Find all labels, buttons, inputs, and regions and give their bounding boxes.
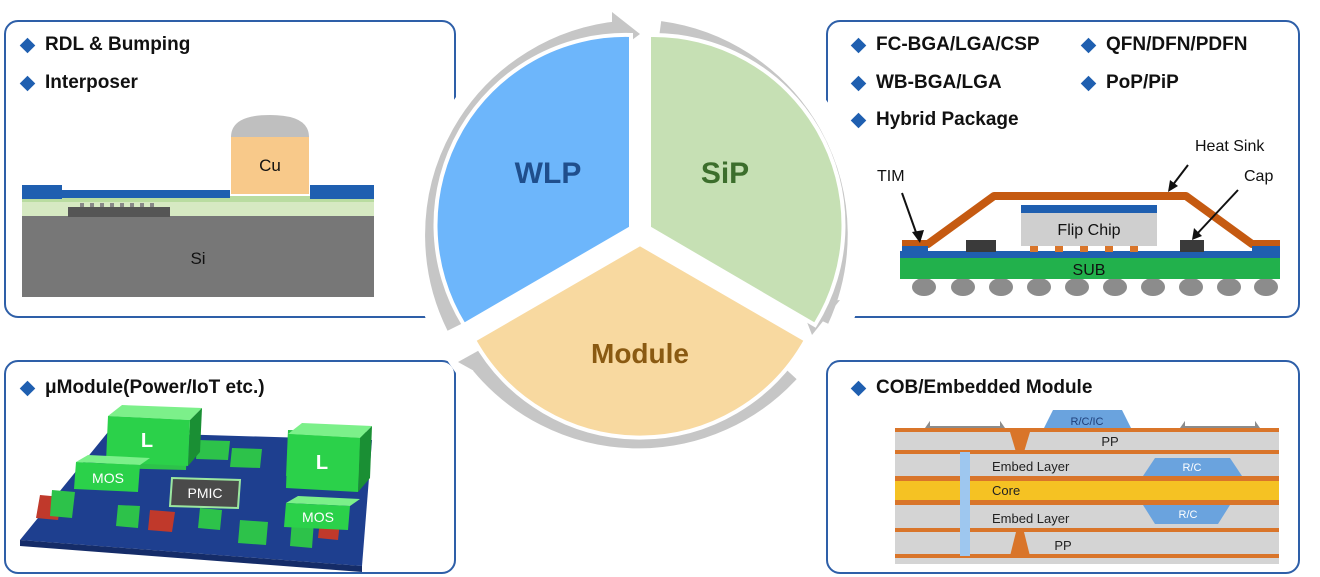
cap-label: Cap xyxy=(1244,168,1273,185)
via-top xyxy=(1010,432,1030,452)
rc-bottom-label: R/C xyxy=(1179,509,1198,521)
rc-top-label: R/C xyxy=(1183,462,1202,474)
heat-sink-label: Heat Sink xyxy=(1195,138,1265,155)
segment-label-module: Module xyxy=(591,338,689,369)
umodule-board: L L MOS MOS PMIC xyxy=(20,405,372,572)
sip-cross-section: Heat Sink TIM Cap Flip Chip SUB xyxy=(877,138,1280,296)
embed-bottom-label: Embed Layer xyxy=(992,511,1070,526)
segment-label-wlp: WLP xyxy=(515,157,582,190)
diamond-bullet-icon xyxy=(850,75,867,91)
diamond-bullet-icon xyxy=(850,37,867,53)
dielectric-layer xyxy=(22,196,374,202)
substrate-top-layer xyxy=(900,251,1280,258)
flip-chip-die xyxy=(1021,212,1157,246)
tim-layer xyxy=(1021,205,1157,213)
sip-bullet-hybrid: Hybrid Package xyxy=(850,109,1019,131)
tim-edge-right xyxy=(1252,246,1280,252)
mos-1 xyxy=(74,462,140,492)
sip-bullet-qfn: QFN/DFN/PDFN xyxy=(1080,34,1247,56)
pad-metal xyxy=(68,207,170,217)
sip-bullet-pop: PoP/PiP xyxy=(1080,72,1179,94)
rcic-label: R/C/IC xyxy=(1071,416,1104,428)
via-bottom xyxy=(1010,532,1030,556)
diamond-bullet-icon xyxy=(1080,75,1097,91)
embedded-rc-bottom xyxy=(1143,505,1230,524)
sub-label: SUB xyxy=(1073,262,1106,279)
inductor-1-label: L xyxy=(141,430,153,452)
diamond-bullet-icon xyxy=(1080,37,1097,53)
rdl-right xyxy=(310,185,374,199)
wlp-bullet-1: RDL & Bumping xyxy=(19,34,190,56)
cu-label: Cu xyxy=(259,156,281,175)
core-label: Core xyxy=(992,483,1020,498)
segment-sip xyxy=(647,32,846,328)
flip-chip-label: Flip Chip xyxy=(1057,222,1120,239)
embedded-rc-top xyxy=(1143,458,1242,476)
diamond-bullet-icon xyxy=(19,37,36,53)
solder-cap xyxy=(231,115,309,137)
sip-bullet-fc-bga: FC-BGA/LGA/CSP xyxy=(850,34,1040,56)
pmic-label: PMIC xyxy=(188,485,223,501)
pp-top-label: PP xyxy=(1101,434,1118,449)
through-via xyxy=(960,452,970,556)
cycle-diagram: WLP SiP Module xyxy=(425,12,848,449)
tim-label: TIM xyxy=(877,168,905,185)
wlp-cross-section: Cu Si xyxy=(22,115,374,297)
diamond-bullet-icon xyxy=(19,75,36,91)
inductor-1 xyxy=(106,416,190,466)
inductor-2-label: L xyxy=(316,452,328,474)
rcic-component xyxy=(1043,410,1132,430)
embed-top-label: Embed Layer xyxy=(992,459,1070,474)
mos-1-label: MOS xyxy=(92,470,124,486)
cu-pillar xyxy=(231,136,309,194)
inductor-2 xyxy=(286,434,360,492)
segment-module xyxy=(471,241,809,440)
diamond-bullet-icon xyxy=(850,380,867,396)
si-die xyxy=(22,215,374,297)
pmic-chip xyxy=(168,476,242,510)
solder-balls xyxy=(912,278,1278,296)
wlp-bullet-2: Interposer xyxy=(19,72,138,94)
heat-sink-lid xyxy=(902,192,1280,248)
substrate xyxy=(900,257,1280,279)
mos-2 xyxy=(284,503,350,530)
tim-edge-left xyxy=(902,246,928,252)
si-label: Si xyxy=(190,249,205,268)
cap-left xyxy=(966,240,996,252)
pp-bottom-label: PP xyxy=(1054,538,1071,553)
via-array xyxy=(80,203,154,207)
diamond-bullet-icon xyxy=(850,112,867,128)
cob-bullet: COB/Embedded Module xyxy=(850,377,1092,399)
sip-bullet-wb-bga: WB-BGA/LGA xyxy=(850,72,1002,94)
core-layer xyxy=(895,481,1279,500)
segment-wlp xyxy=(433,32,633,328)
rdl-trace xyxy=(60,190,230,198)
rdl-left xyxy=(22,185,62,199)
cob-cross-section: R/C/IC R/C R/C PP Embed Layer Core Embed… xyxy=(895,410,1279,564)
umodule-bullet: μModule(Power/IoT etc.) xyxy=(19,377,265,399)
flip-chip-bumps xyxy=(1030,246,1138,252)
cap-right xyxy=(1180,240,1204,252)
mos-2-label: MOS xyxy=(302,509,334,525)
diamond-bullet-icon xyxy=(19,380,36,396)
segment-label-sip: SiP xyxy=(701,157,749,190)
